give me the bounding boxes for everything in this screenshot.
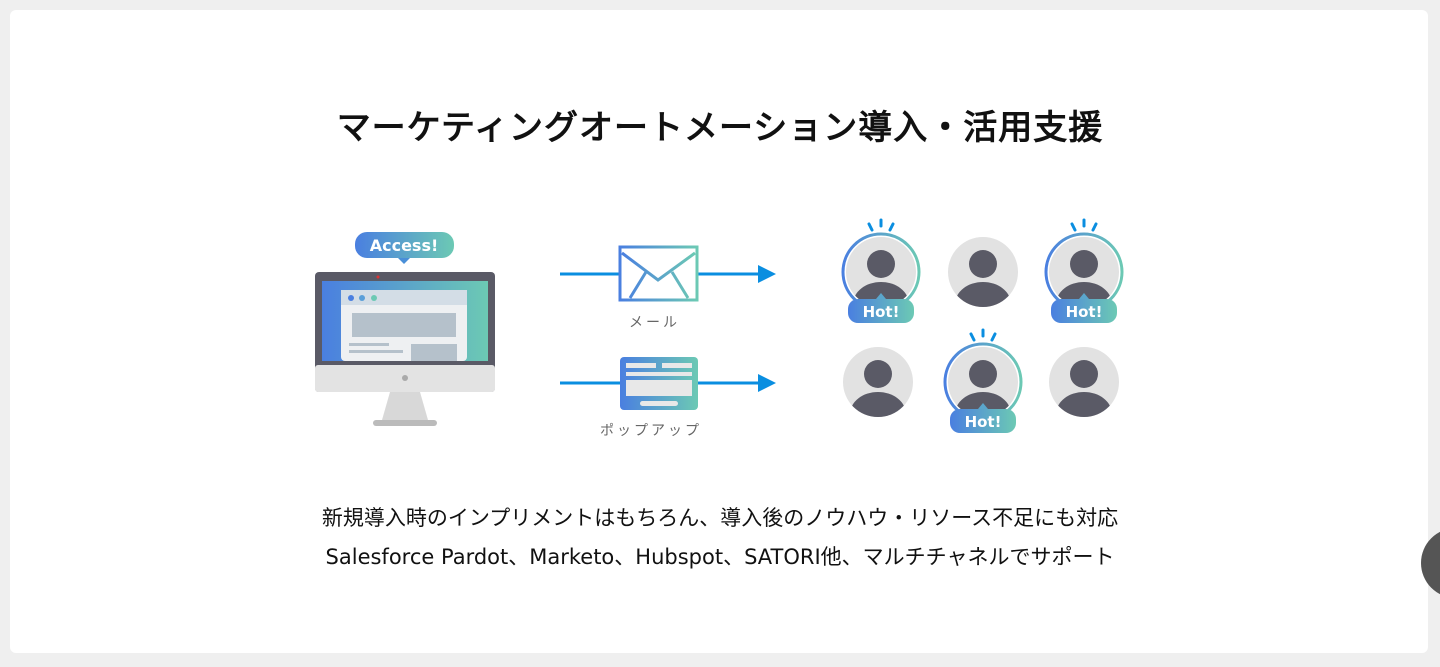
hot-badge: Hot!	[950, 403, 1016, 433]
hot-badge-label: Hot!	[1066, 303, 1103, 321]
svg-text:Access!: Access!	[370, 236, 439, 255]
mail-label: メール	[629, 315, 680, 331]
hot-lead-avatar: Hot!	[943, 328, 1023, 433]
lead-avatar	[843, 347, 913, 417]
description-line-2: Salesforce Pardot、Marketo、Hubspot、SATORI…	[325, 545, 1115, 569]
popup-arrow	[560, 357, 776, 410]
hot-badge-label: Hot!	[863, 303, 900, 321]
lead-avatar	[948, 237, 1018, 307]
content-card	[10, 10, 1428, 653]
monitor-icon	[315, 272, 495, 426]
popup-label: ポップアップ	[600, 423, 702, 439]
lead-avatars: Hot! Hot! Hot!	[841, 218, 1124, 433]
floating-action-button[interactable]	[1421, 528, 1440, 598]
page-title: マーケティングオートメーション導入・活用支援	[336, 108, 1104, 148]
mail-arrow	[560, 245, 776, 302]
description-line-1: 新規導入時のインプリメントはもちろん、導入後のノウハウ・リソース不足にも対応	[321, 506, 1119, 530]
lead-avatar	[1049, 347, 1119, 417]
hot-badge-label: Hot!	[965, 413, 1002, 431]
hot-lead-avatar: Hot!	[1044, 218, 1124, 323]
hot-badge: Hot!	[848, 293, 914, 323]
hot-badge: Hot!	[1051, 293, 1117, 323]
access-badge: Access!	[355, 232, 454, 264]
hot-lead-avatar: Hot!	[841, 218, 921, 323]
